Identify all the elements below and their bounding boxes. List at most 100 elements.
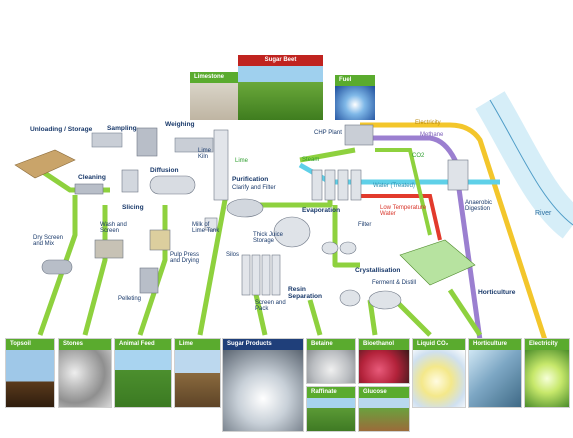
label-diffusion: Diffusion [150, 167, 179, 174]
flow-betaine [307, 299, 323, 336]
label-lime-kiln: Lime Kiln [198, 148, 212, 161]
flow-clean-topsoil [37, 195, 78, 336]
product-topsoil: Topsoil [5, 338, 55, 408]
product-sugar-products-label: Sugar Products [223, 339, 303, 350]
product-stones-label: Stones [59, 339, 111, 350]
label-methane: Methane [420, 132, 444, 138]
flow-horticulture [447, 288, 483, 337]
electricity-photo [525, 350, 569, 407]
label-unloading: Unloading / Storage [30, 126, 93, 133]
label-pelleting: Pelleting [118, 296, 142, 302]
chp-plant-icon [344, 124, 374, 146]
glucose-photo [359, 398, 409, 431]
label-sampling: Sampling [107, 125, 137, 132]
label-electricity: Electricity [415, 120, 441, 126]
lime-kiln-icon [213, 129, 229, 201]
cleaning-icon [74, 183, 104, 195]
crystallisation-icon [321, 241, 357, 255]
evaporation-icon [311, 169, 362, 201]
thick-juice-storage-icon [273, 216, 311, 248]
product-raffinate-label: Raffinate [307, 387, 355, 398]
label-dry-screen: Dry Screen and Mix [33, 235, 64, 248]
sampling-icon [91, 132, 123, 148]
purification-icon [226, 198, 264, 218]
slicing-icon [121, 169, 139, 193]
stones-photo [59, 350, 111, 407]
flow-sugar [252, 289, 268, 336]
label-screen-pack: Screen and Pack [255, 300, 286, 313]
pulp-press-icon [149, 229, 171, 251]
product-liquid-co2-label: Liquid CO₂ [413, 339, 465, 350]
product-horticulture: Horticulture [468, 338, 522, 408]
co2-flow [375, 148, 432, 236]
product-glucose-label: Glucose [359, 387, 409, 398]
label-slicing: Slicing [122, 204, 144, 211]
unloading-storage-icon [14, 149, 76, 179]
product-horticulture-label: Horticulture [469, 339, 521, 350]
limestone-photo [190, 83, 242, 120]
greenhouse-icon [399, 239, 476, 286]
label-co2: CO2 [412, 153, 425, 159]
river-edge [489, 99, 573, 226]
label-crystallisation: Crystallisation [355, 267, 401, 274]
label-filter: Filter [358, 222, 372, 228]
low-temp-water-flow [355, 194, 442, 241]
product-animal-feed: Animal Feed [114, 338, 172, 408]
lime-photo [175, 350, 220, 407]
label-purification-sub: Clarify and Filter [232, 185, 276, 191]
product-raffinate: Raffinate [306, 386, 356, 432]
limestone-panel: Limestone [190, 72, 242, 120]
label-ferment-distil: Ferment & Distill [372, 280, 417, 286]
flow-bioethanol [367, 299, 378, 336]
product-lime: Lime [174, 338, 221, 408]
label-anaerobic: Anaerobic Digestion [465, 200, 493, 213]
product-topsoil-label: Topsoil [6, 339, 54, 350]
product-betaine: Betaine [306, 338, 356, 384]
fuel-photo [335, 86, 375, 120]
label-water-treated: Water (Treated) [373, 183, 415, 189]
product-sugar-products: Sugar Products [222, 338, 304, 432]
ferment-distil-icon [368, 290, 402, 310]
dry-screen-icon [41, 259, 73, 275]
product-stones: Stones [58, 338, 112, 408]
product-lime-label: Lime [175, 339, 220, 350]
label-weighing: Weighing [165, 121, 195, 128]
bioethanol-photo [359, 350, 409, 383]
topsoil-photo [6, 350, 54, 407]
label-low-temp-water: Low Temperature Water [380, 205, 427, 218]
label-lime: Lime [235, 158, 249, 164]
fuel-caption: Fuel [335, 75, 375, 86]
product-electricity-label: Electricity [525, 339, 569, 350]
limestone-caption: Limestone [190, 72, 242, 83]
raffinate-photo [307, 398, 355, 431]
sugar-beet-photo [238, 66, 323, 120]
milk-of-lime-icon [204, 217, 218, 231]
silos-icon [241, 254, 281, 296]
label-thick-juice: Thick Juice Storage [253, 232, 284, 245]
product-betaine-label: Betaine [307, 339, 355, 350]
sugar-beet-panel: Sugar Beet [238, 55, 323, 120]
label-steam: Steam [302, 157, 320, 163]
flow-stones [82, 205, 108, 336]
sugar-beet-caption: Sugar Beet [238, 55, 323, 66]
product-electricity: Electricity [524, 338, 570, 408]
wash-screen-icon [94, 239, 124, 259]
weighing-icon [136, 127, 214, 157]
product-liquid-co2: Liquid CO₂ [412, 338, 466, 408]
anaerobic-digestion-icon [447, 159, 469, 191]
animal-feed-photo [115, 350, 171, 407]
flow-diffusion-feed [137, 205, 168, 336]
diffusion-icon [149, 175, 196, 195]
flow-steam [299, 147, 356, 163]
sugar-products-photo [223, 350, 303, 431]
fuel-panel: Fuel [335, 75, 375, 120]
resin-separation-icon [339, 289, 361, 307]
product-bioethanol-label: Bioethanol [359, 339, 409, 350]
liquid-co2-photo [413, 350, 465, 407]
label-river: River [535, 210, 552, 217]
label-milk-of-lime: Milk of Lime Tank [192, 222, 220, 235]
flow-co2 [393, 298, 432, 337]
electricity-flow [360, 122, 548, 341]
